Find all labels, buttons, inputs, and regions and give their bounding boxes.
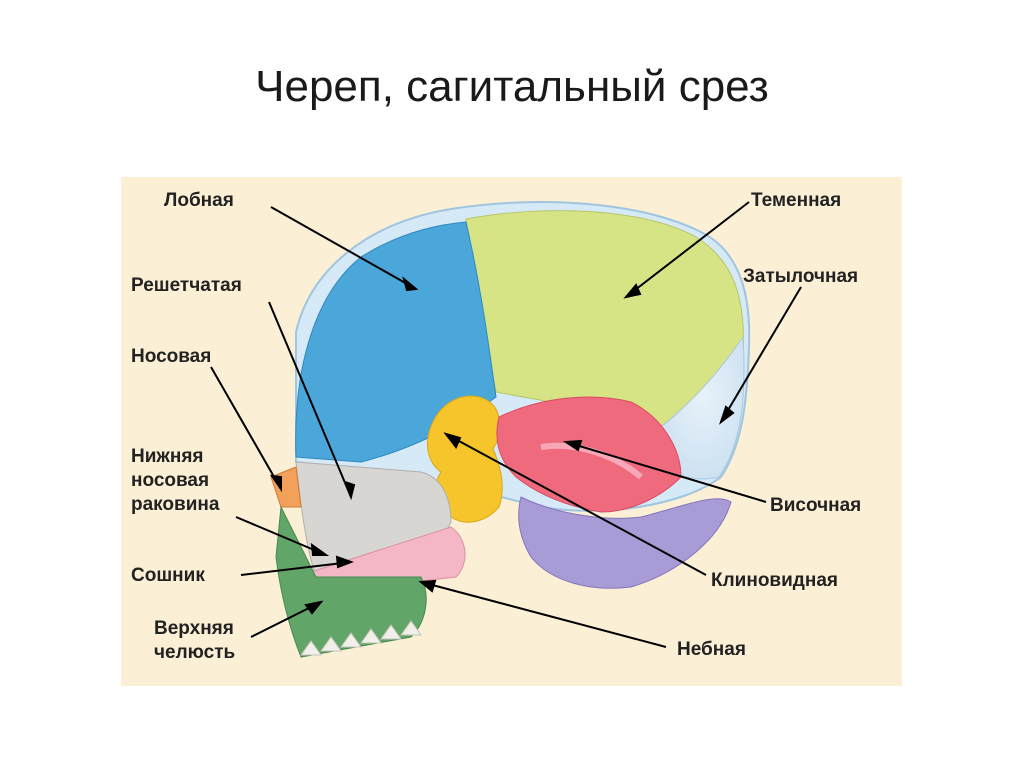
- posterior-fossa: [518, 496, 732, 589]
- sphenoid-bone: [426, 395, 503, 523]
- label-inferior-concha: Нижняя носовая раковина: [131, 446, 220, 515]
- label-maxilla: Верхняя челюсть: [154, 618, 236, 663]
- teeth: [300, 620, 422, 656]
- skull-diagram: Лобная Решетчатая Носовая Нижняя носовая…: [121, 177, 902, 686]
- skull-illustration: [210, 201, 802, 658]
- temporal-bone: [496, 396, 682, 513]
- label-occipital: Затылочная: [743, 266, 859, 287]
- label-nasal: Носовая: [131, 346, 212, 367]
- label-parietal: Теменная: [751, 190, 842, 211]
- nasal-bone: [270, 466, 302, 508]
- occipital-bone: [660, 335, 745, 480]
- label-ethmoid: Решетчатая: [131, 275, 242, 296]
- slide-title: Череп, сагитальный срез: [255, 62, 769, 111]
- label-palatine: Небная: [677, 639, 746, 660]
- label-vomer: Сошник: [131, 565, 205, 586]
- label-sphenoid: Клиновидная: [711, 570, 838, 591]
- leader-lines: [210, 201, 802, 648]
- label-temporal: Височная: [770, 495, 862, 516]
- label-frontal: Лобная: [164, 190, 234, 211]
- frontal-bone: [295, 221, 497, 463]
- maxilla-bone: [275, 505, 427, 658]
- vomer-bone: [310, 526, 466, 593]
